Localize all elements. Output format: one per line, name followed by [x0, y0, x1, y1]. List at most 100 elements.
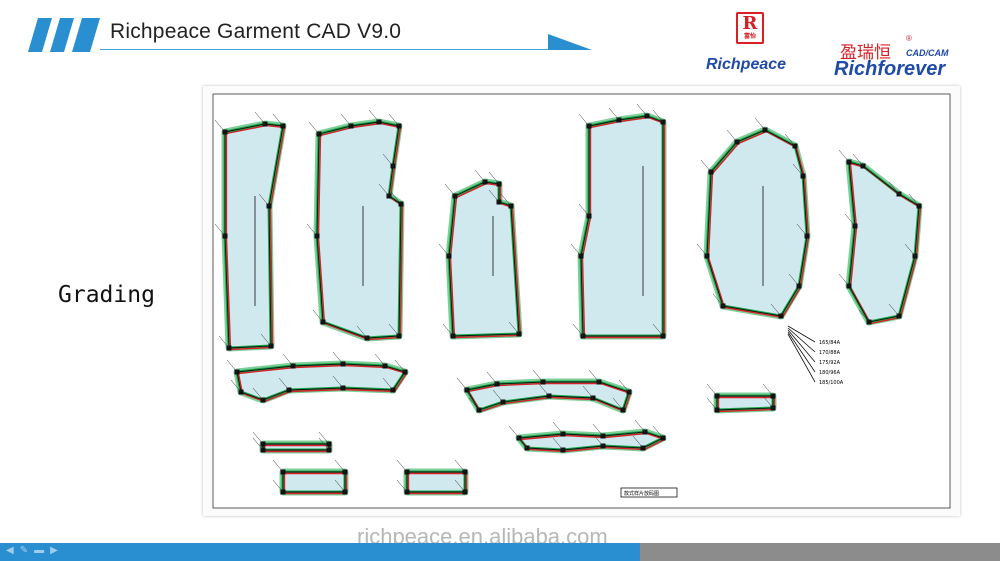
grade-leader [636, 103, 648, 117]
grade-leader [508, 425, 520, 439]
grade-leader [332, 375, 344, 389]
grade-leader [394, 359, 406, 373]
grade-leader [272, 459, 284, 473]
pattern-piece [221, 120, 287, 352]
registered-icon: ® [906, 34, 912, 43]
richforever-logo: 盈瑞恒 ® CAD/CAM Richforever [832, 10, 972, 80]
richpeace-logo-word: Richpeace [706, 56, 787, 73]
grade-leader [278, 377, 290, 391]
grade-leader [532, 369, 544, 383]
grade-leader [552, 437, 564, 451]
grade-leader [788, 273, 800, 287]
grade-leader [904, 243, 916, 257]
grade-leader [552, 421, 564, 435]
grade-leader [488, 171, 500, 185]
size-label: 175/92A [819, 360, 841, 366]
grade-leader [442, 323, 454, 337]
grade-leader [706, 383, 718, 397]
grade-leader [762, 395, 774, 409]
grade-leader [468, 397, 480, 411]
grade-leader [272, 113, 284, 127]
grade-leader [754, 117, 766, 131]
grade-leader [618, 379, 630, 393]
pen-icon[interactable]: ✎ [19, 545, 35, 556]
menu-icon[interactable]: ▬ [34, 545, 51, 556]
grade-leader [218, 335, 230, 349]
grade-leader [332, 351, 344, 365]
grade-leader [388, 113, 400, 127]
grade-leader [592, 433, 604, 447]
grade-leader [570, 243, 582, 257]
grade-leader [252, 387, 264, 401]
grade-leader [508, 321, 520, 335]
grade-leader [726, 129, 738, 143]
grade-leader [572, 323, 584, 337]
richpeace-logo-mark: R 富怡 [736, 12, 764, 44]
grade-leader [340, 113, 352, 127]
grade-leader [762, 383, 774, 397]
grade-leader [852, 153, 864, 167]
grade-leader [226, 359, 238, 373]
pattern-piece [313, 118, 405, 342]
richforever-logo-tag: CAD/CAM [906, 48, 949, 58]
grade-leader [592, 423, 604, 437]
grade-leader [858, 309, 870, 323]
grade-leader [456, 377, 468, 391]
grade-leader [258, 193, 270, 207]
grade-leader [588, 369, 600, 383]
grade-leader [792, 163, 804, 177]
grade-leader [888, 303, 900, 317]
size-legend: 165/84A 170/88A 175/92A 180/96A 185/100A [787, 325, 844, 386]
size-label: 165/84A [819, 340, 841, 346]
grade-leader [252, 431, 264, 445]
grade-leader [538, 383, 550, 397]
bottom-bar-grey [640, 543, 1000, 561]
pattern-piece [845, 158, 923, 326]
grade-leader [608, 107, 620, 121]
grade-leader [252, 437, 264, 451]
bottom-bar [0, 543, 1000, 561]
grade-leader [388, 323, 400, 337]
grade-leader [488, 189, 500, 203]
grade-leader [474, 169, 486, 183]
grade-leader [696, 243, 708, 257]
grade-leader [318, 437, 330, 451]
grade-leader [306, 223, 318, 237]
pattern-piece [259, 440, 333, 454]
pattern-piece [713, 392, 777, 414]
grade-leader [312, 309, 324, 323]
richpeace-logo: R 富怡 Richpeace [706, 10, 798, 76]
legend-box [620, 487, 678, 498]
grade-leader [582, 385, 594, 399]
grade-leader [454, 479, 466, 493]
slideshow-controls[interactable]: ◀✎▬▶ [6, 545, 64, 556]
richforever-logo-word: Richforever [834, 58, 946, 80]
right-arrow-icon[interactable]: ▶ [50, 545, 64, 556]
pattern-piece [403, 468, 469, 496]
grade-leader [796, 223, 808, 237]
left-arrow-icon[interactable]: ◀ [6, 545, 20, 556]
grade-leader [908, 193, 920, 207]
grade-leader [612, 397, 624, 411]
grade-leader [378, 183, 390, 197]
title-rule [100, 49, 550, 50]
slide-title: Richpeace Garment CAD V9.0 [110, 20, 402, 43]
pattern-canvas: 165/84A 170/88A 175/92A 180/96A 185/100A… [212, 93, 951, 509]
grade-leader [230, 379, 242, 393]
grade-leader [516, 435, 528, 449]
grade-leader [382, 377, 394, 391]
grade-leader [308, 121, 320, 135]
pattern-piece [577, 112, 667, 340]
grade-leader [712, 293, 724, 307]
grade-leader [706, 397, 718, 411]
pattern-piece [703, 126, 811, 320]
grade-leader [356, 325, 368, 339]
grade-leader [334, 459, 346, 473]
grade-leader [888, 181, 900, 195]
legend-box-text: 款式样片放码图 [624, 490, 659, 497]
grade-leader [652, 109, 664, 123]
size-label: 180/96A [819, 370, 841, 376]
grade-leader [652, 425, 664, 439]
grade-leader [272, 479, 284, 493]
